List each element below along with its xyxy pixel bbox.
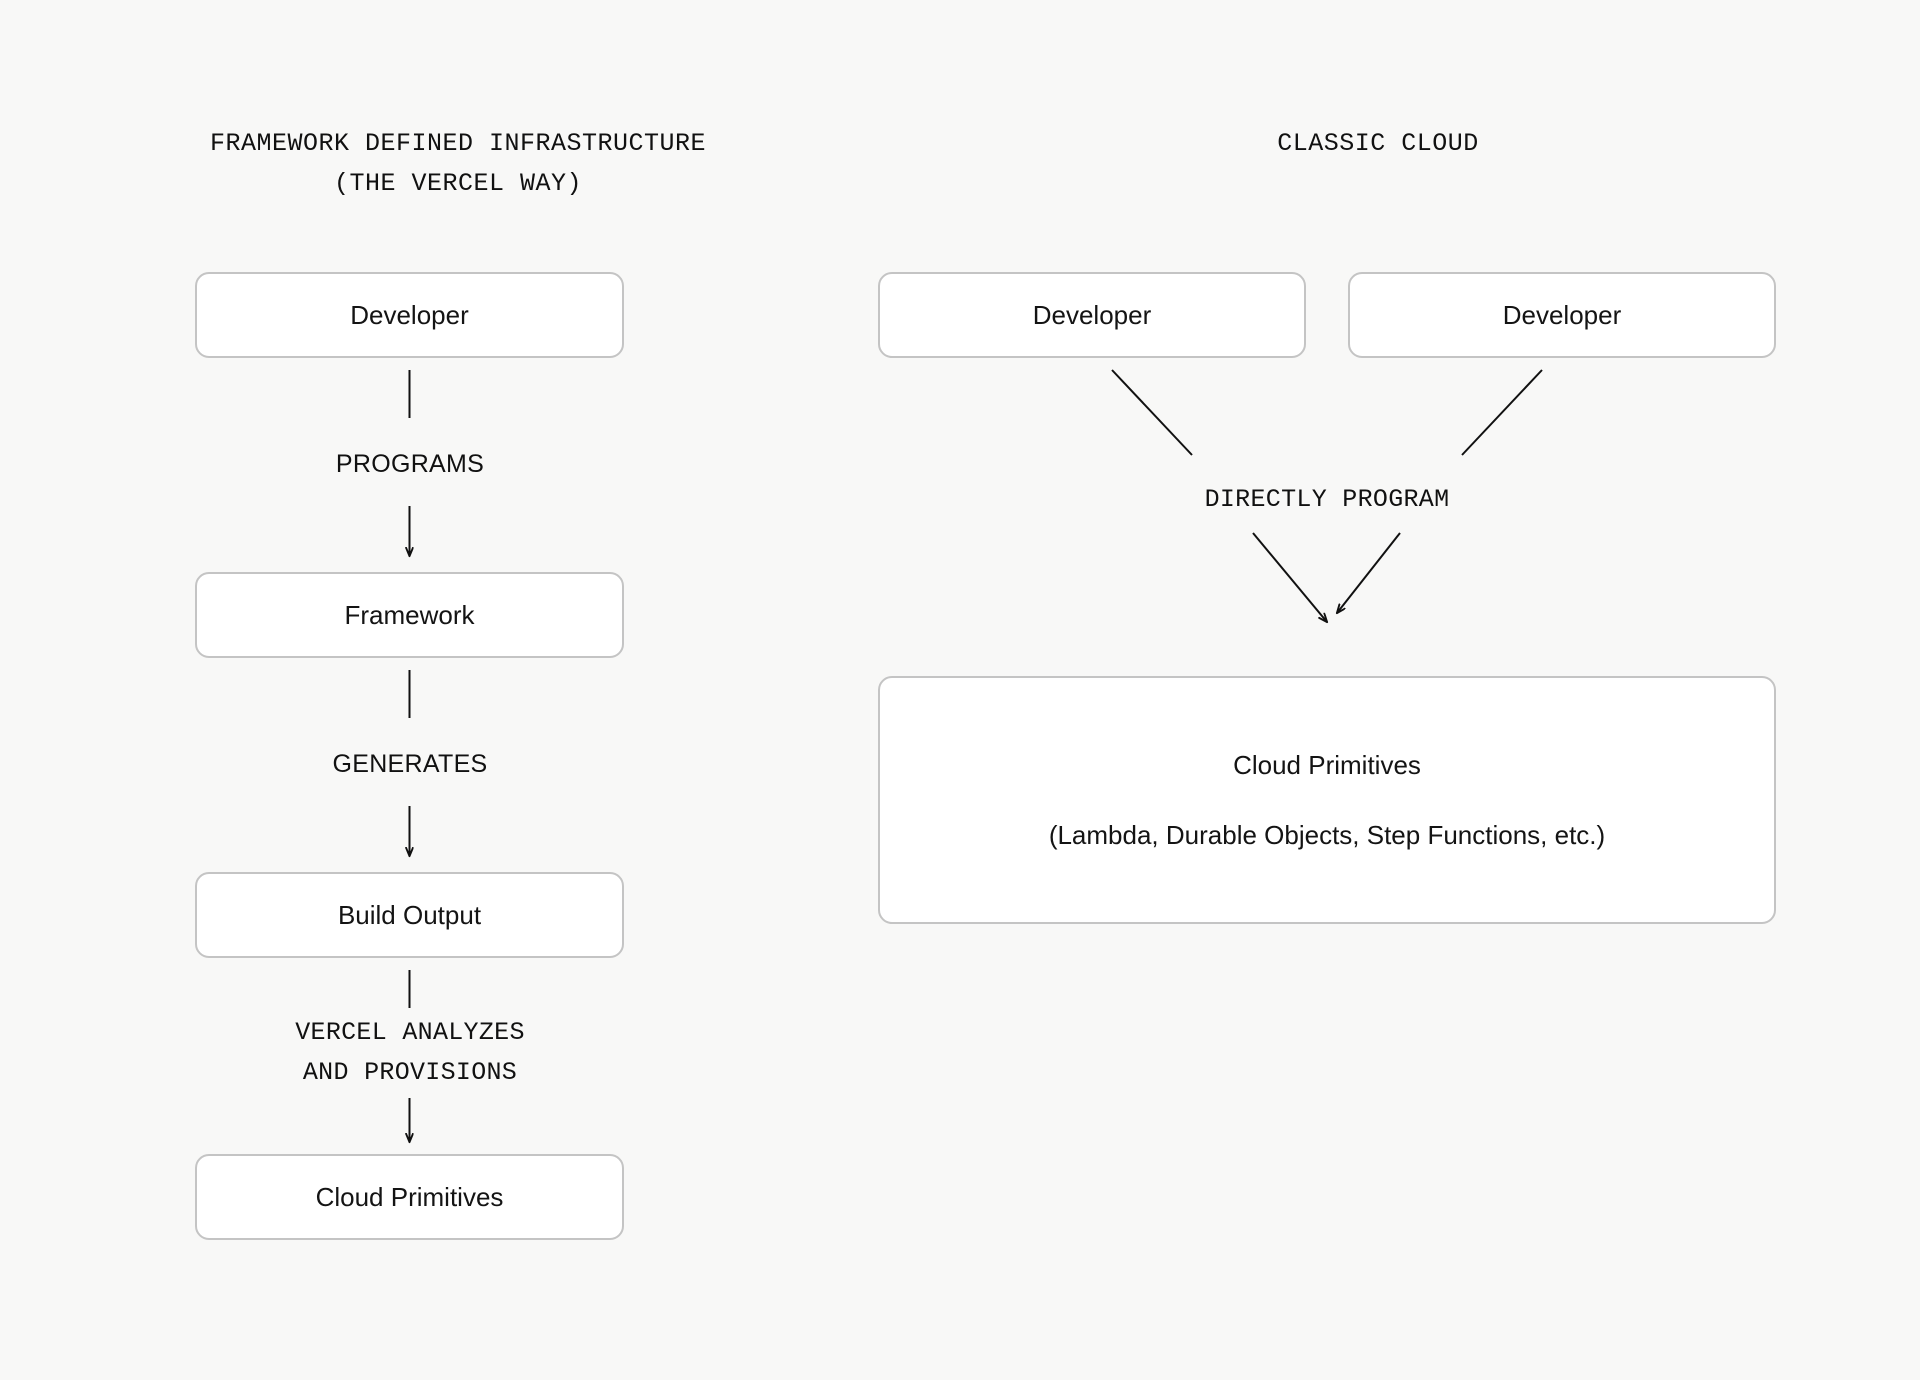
node-left-framework-label: Framework	[344, 600, 475, 630]
node-right-developer-1-label: Developer	[1032, 300, 1152, 330]
edge-label-vercel-analyzes-and-provisions: VERCEL ANALYZES AND PROVISIONS	[295, 1018, 525, 1087]
node-left-framework[interactable]: Framework	[195, 572, 624, 658]
edge-label-programs: PROGRAMS	[335, 450, 485, 478]
node-left-cloud-primitives[interactable]: Cloud Primitives	[195, 1154, 624, 1240]
node-right-cloud-primitives[interactable]: Cloud Primitives (Lambda, Durable Object…	[878, 676, 1776, 924]
edge-label-directly-program: DIRECTLY PROGRAM	[1204, 485, 1450, 514]
panel-title-left: FRAMEWORK DEFINED INFRASTRUCTURE (THE VE…	[209, 129, 707, 198]
node-right-developer-1[interactable]: Developer	[878, 272, 1306, 358]
node-left-developer[interactable]: Developer	[195, 272, 624, 358]
edge-dev1-cloud-arrow	[1252, 532, 1327, 622]
edge-dev2-cloud-arrow	[1337, 532, 1401, 613]
edge-label-generates: GENERATES	[332, 750, 488, 778]
panel-title-right: CLASSIC CLOUD	[1277, 129, 1479, 158]
node-left-build-output-label: Build Output	[337, 900, 482, 930]
node-left-build-output[interactable]: Build Output	[195, 872, 624, 958]
node-right-cloud-primitives-sublabel: (Lambda, Durable Objects, Step Functions…	[1048, 820, 1606, 850]
node-right-developer-2[interactable]: Developer	[1348, 272, 1776, 358]
node-left-cloud-primitives-label: Cloud Primitives	[315, 1182, 504, 1212]
node-left-developer-label: Developer	[350, 300, 469, 330]
edge-dev1-cloud-stub	[1111, 369, 1193, 456]
node-right-cloud-primitives-label: Cloud Primitives	[1233, 750, 1421, 780]
edge-dev2-cloud-stub	[1461, 369, 1543, 456]
node-right-developer-2-label: Developer	[1502, 300, 1622, 330]
